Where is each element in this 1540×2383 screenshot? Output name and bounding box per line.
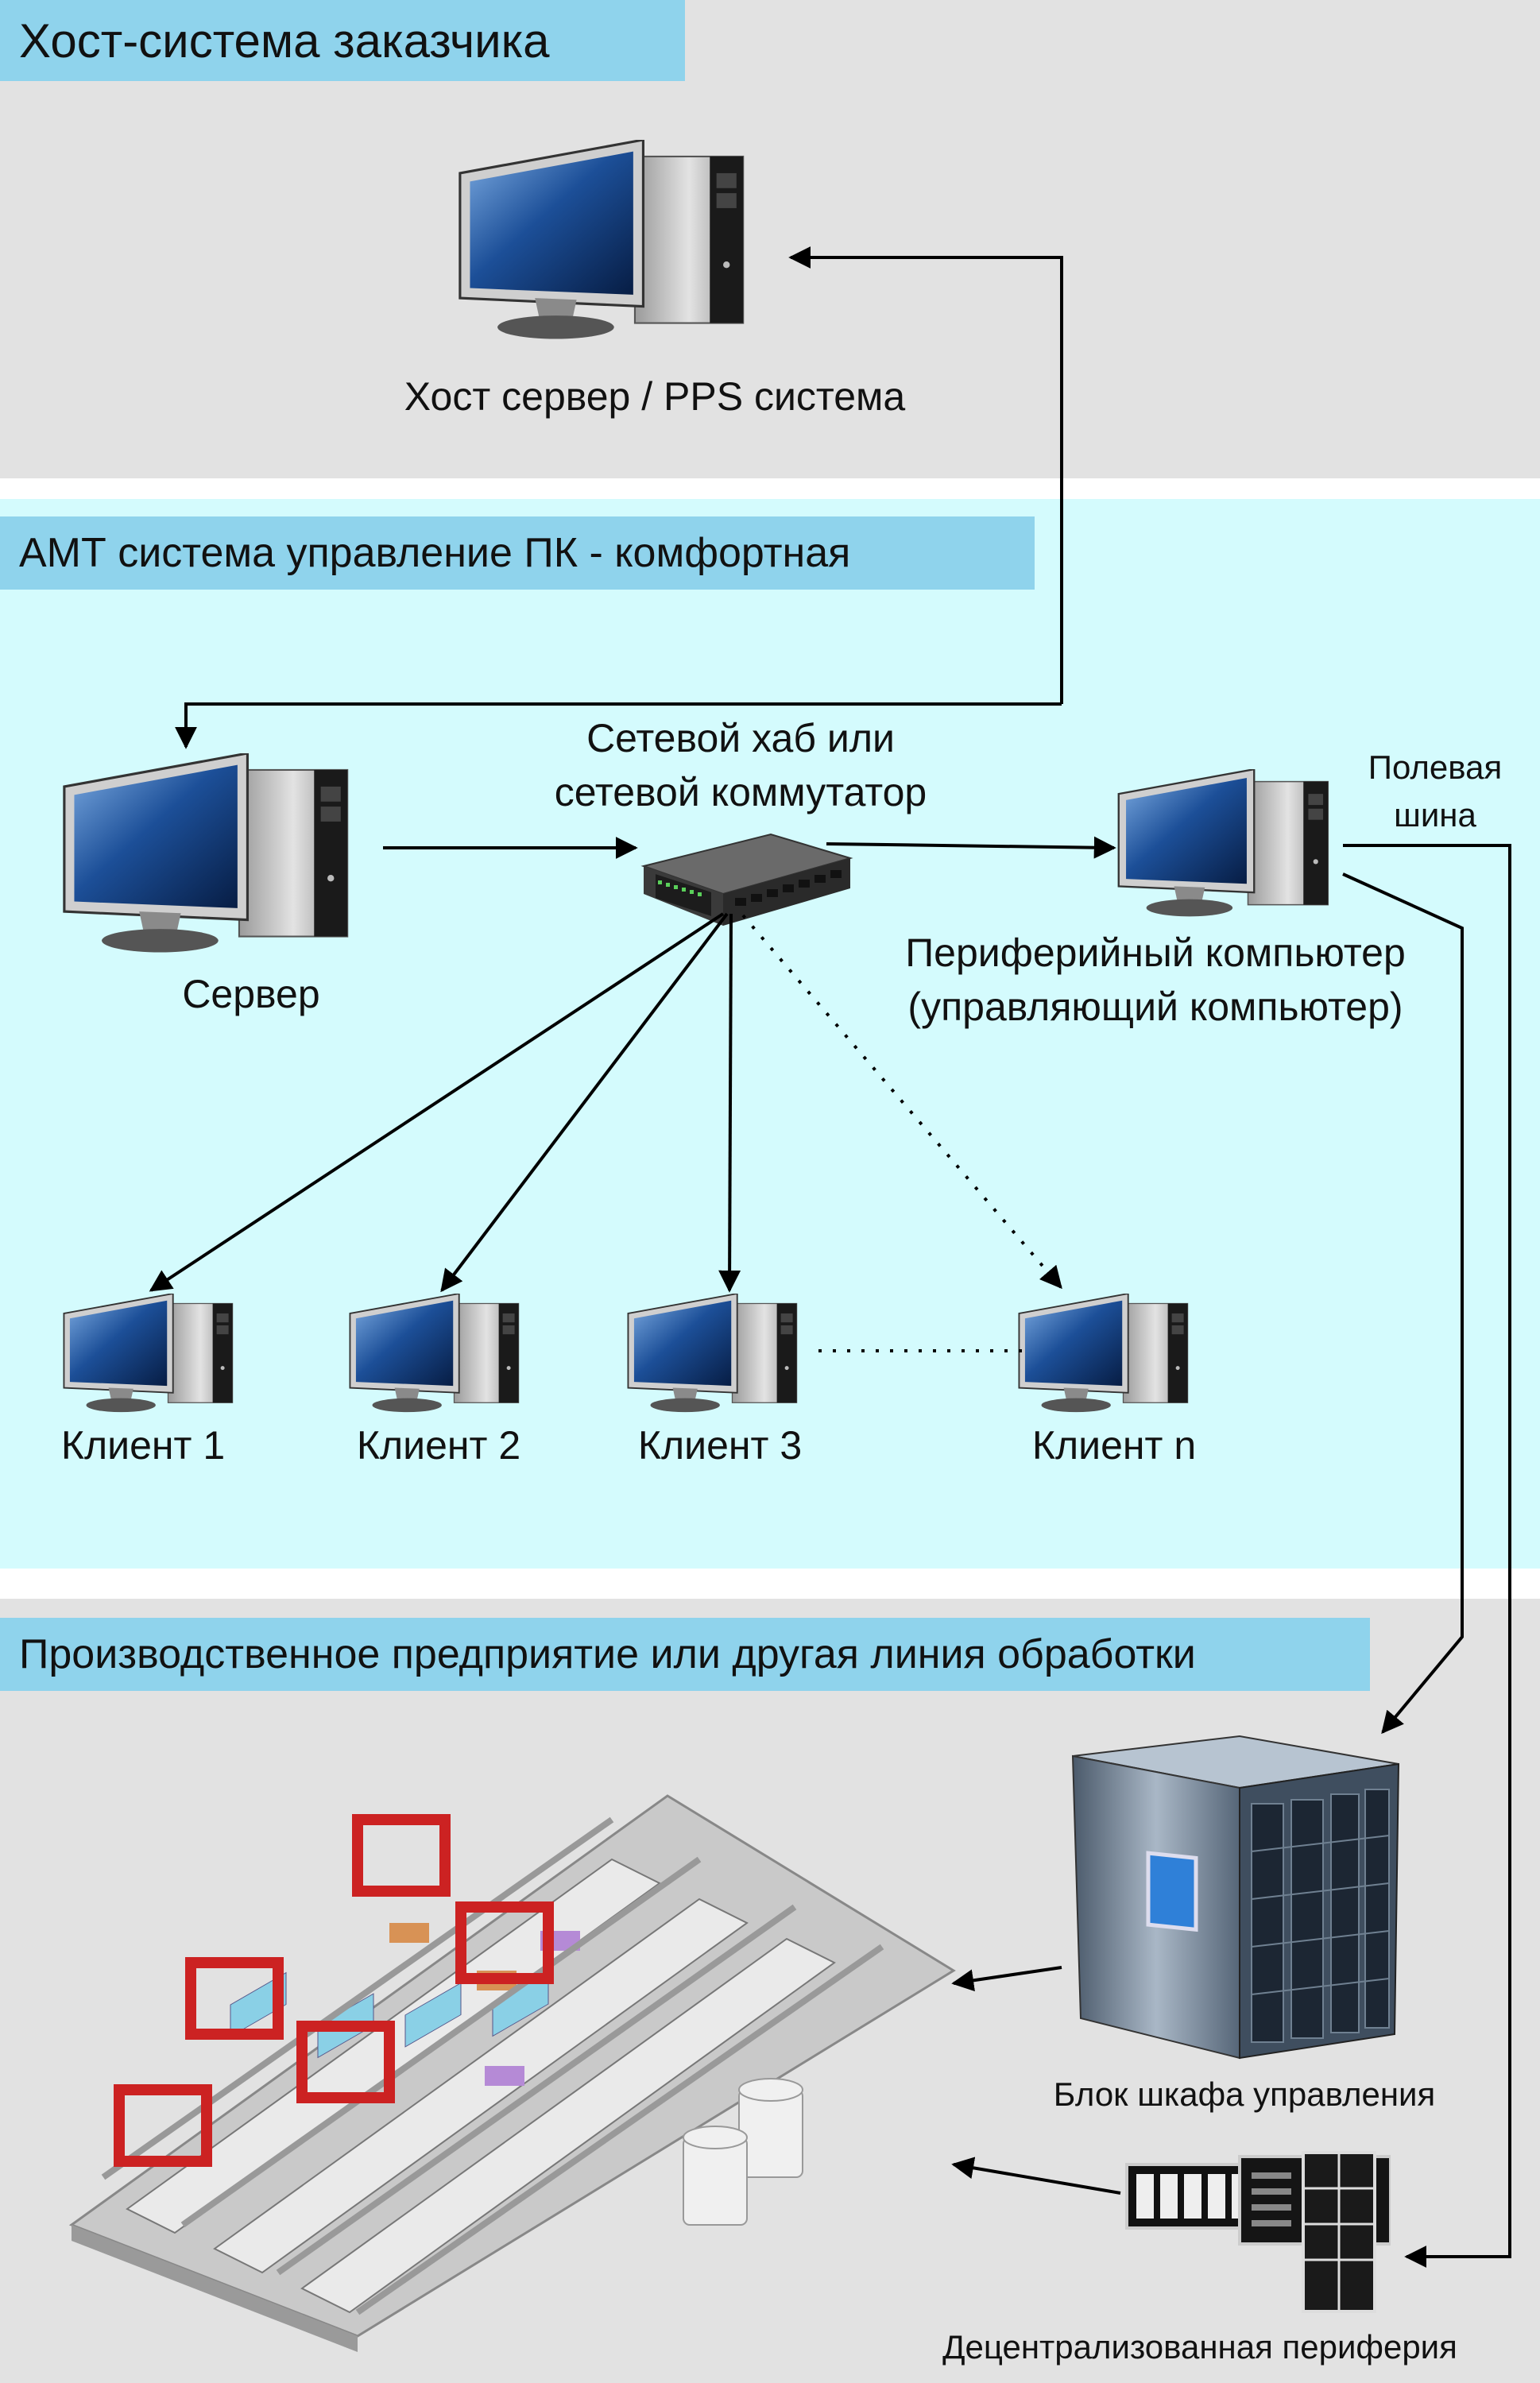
hub-label-line2: сетевой коммутатор [554,770,927,814]
client-1-label: Клиент 1 [60,1423,226,1468]
fieldbus-label-line1: Полевая [1368,749,1503,786]
peripheral-label-line1: Периферийный компьютер [905,930,1406,975]
decentral-periphery-label: Децентрализованная периферия [942,2328,1457,2366]
io-module-icon [1125,2151,1391,2313]
network-switch-icon [640,833,853,926]
cabinet-label: Блок шкафа управления [1053,2075,1436,2113]
client-2-label: Клиент 2 [356,1423,521,1468]
client-n-label: Клиент n [1031,1423,1197,1468]
server-label: Сервер [182,972,320,1016]
hub-label-line1: Сетевой хаб или [586,716,895,760]
fieldbus-label-line2: шина [1394,796,1476,834]
production-title: Производственное предприятие или другая … [0,1618,1370,1691]
host-system-title: Хост-система заказчика [0,0,685,81]
production-plant-illustration [68,1794,956,2352]
peripheral-label-line2: (управляющий компьютер) [907,985,1403,1029]
control-cabinet-icon [1071,1735,1400,2060]
client-3-label: Клиент 3 [637,1423,803,1468]
amt-system-title: АМТ система управление ПК - комфортная [0,516,1035,590]
host-server-label: Хост сервер / PPS система [404,374,906,419]
